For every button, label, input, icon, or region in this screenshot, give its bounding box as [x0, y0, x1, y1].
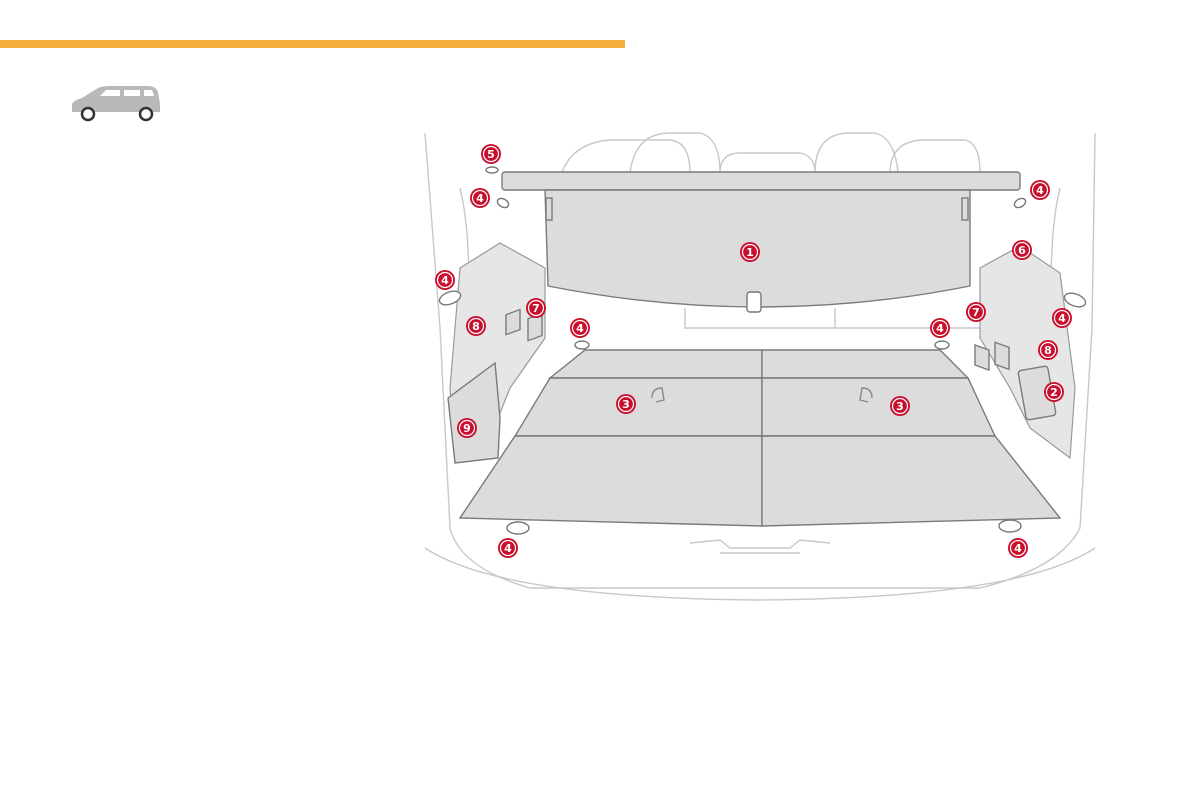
callout-marker-c8b: 8 — [1038, 340, 1058, 360]
callout-label: 6 — [1018, 244, 1026, 257]
callout-marker-c7a: 7 — [526, 298, 546, 318]
callout-label: 7 — [972, 306, 980, 319]
callout-label: 1 — [746, 246, 754, 259]
callout-marker-c2: 2 — [1044, 382, 1064, 402]
callout-label: 4 — [504, 542, 512, 555]
callout-marker-c4f: 4 — [1052, 308, 1072, 328]
callout-marker-c9: 9 — [457, 418, 477, 438]
callout-marker-c4g: 4 — [498, 538, 518, 558]
callout-marker-c5: 5 — [481, 144, 501, 164]
trunk-diagram: 1 2 3 3 4 4 4 4 4 4 4 4 5 6 7 7 8 8 9 — [420, 128, 1100, 603]
callout-label: 4 — [576, 322, 584, 335]
callout-label: 4 — [1036, 184, 1044, 197]
callout-marker-c4b: 4 — [1030, 180, 1050, 200]
callout-label: 2 — [1050, 386, 1058, 399]
callout-label: 4 — [936, 322, 944, 335]
callout-marker-c4c: 4 — [435, 270, 455, 290]
header-accent-bar — [0, 40, 625, 48]
callout-label: 7 — [532, 302, 540, 315]
callout-marker-c6: 6 — [1012, 240, 1032, 260]
callout-marker-c4e: 4 — [930, 318, 950, 338]
callout-label: 8 — [472, 320, 480, 333]
callout-label: 8 — [1044, 344, 1052, 357]
callout-label: 9 — [463, 422, 471, 435]
callout-marker-c4h: 4 — [1008, 538, 1028, 558]
callout-marker-c3a: 3 — [616, 394, 636, 414]
left-side-net-1 — [506, 310, 520, 335]
callout-label: 4 — [1014, 542, 1022, 555]
callout-label: 3 — [896, 400, 904, 413]
right-side-net-2 — [995, 342, 1009, 369]
trunk-floor — [460, 350, 1060, 526]
callout-marker-c4d: 4 — [570, 318, 590, 338]
luggage-cover — [502, 172, 1020, 312]
callout-label: 5 — [487, 148, 495, 161]
callout-label: 4 — [441, 274, 449, 287]
callout-marker-c7b: 7 — [966, 302, 986, 322]
callout-label: 4 — [476, 192, 484, 205]
car-side-icon — [70, 82, 162, 122]
callout-marker-c3b: 3 — [890, 396, 910, 416]
callout-marker-c8a: 8 — [466, 316, 486, 336]
callout-label: 3 — [622, 398, 630, 411]
callout-marker-c4a: 4 — [470, 188, 490, 208]
callout-label: 4 — [1058, 312, 1066, 325]
right-side-panel — [980, 246, 1075, 458]
callout-marker-c1: 1 — [740, 242, 760, 262]
right-side-net-1 — [975, 345, 989, 370]
